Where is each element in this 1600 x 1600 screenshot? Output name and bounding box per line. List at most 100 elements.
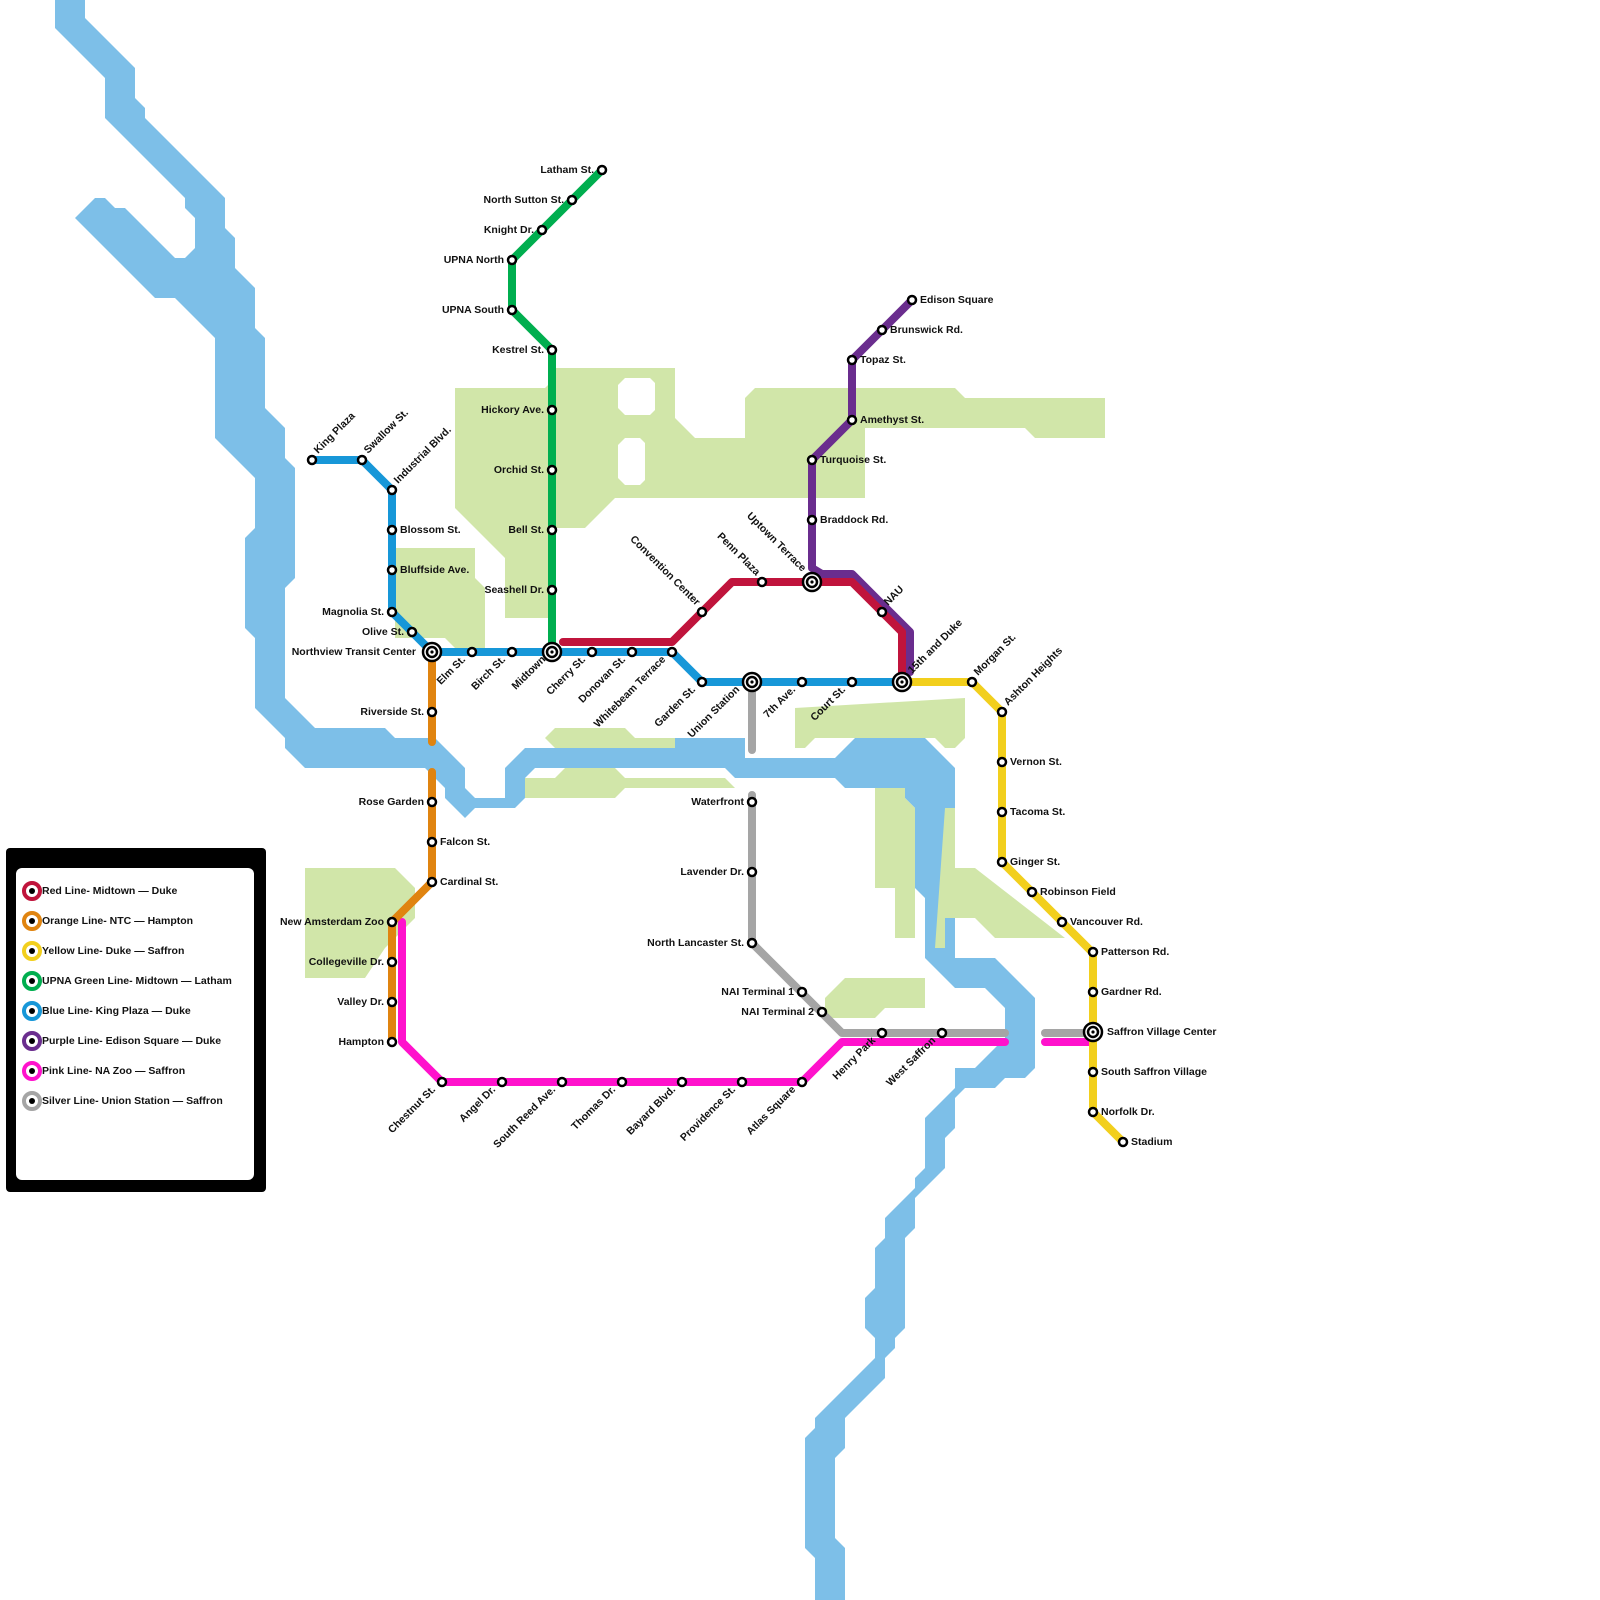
station-dot [546,524,558,536]
station-upna-south [506,304,518,316]
legend-item: Yellow Line- Duke — Saffron [22,940,184,962]
station-seashell [546,584,558,596]
red-line [559,578,906,684]
station-dot [496,1076,508,1088]
station-label-turquoise: Turquoise St. [820,454,886,466]
station-label-rose-garden: Rose Garden [359,796,424,808]
station-king-plaza [306,454,318,466]
station-atlas [796,1076,808,1088]
legend-item-label: Pink Line- NA Zoo — Saffron [42,1065,186,1077]
station-dot [1026,886,1038,898]
park-east-bank2 [935,808,1065,948]
station-whitebeam [666,646,678,658]
station-topaz [846,354,858,366]
park-zoo [305,868,415,978]
station-label-hickory: Hickory Ave. [481,404,544,416]
station-penn [756,576,768,588]
station-dot [506,646,518,658]
interchange-center [810,580,814,584]
station-dot [996,706,1008,718]
station-west-saffron [936,1027,948,1039]
station-dot [386,606,398,618]
park-duke [795,698,965,748]
station-dot [356,454,368,466]
station-dot [996,806,1008,818]
station-dot [746,937,758,949]
station-label-swallow: Swallow St. [362,407,411,456]
legend-item: Silver Line- Union Station — Saffron [22,1090,223,1112]
station-nau [876,606,888,618]
legend-item-label: Silver Line- Union Station — Saffron [42,1095,223,1107]
station-label-vancouver: Vancouver Rd. [1070,916,1143,928]
station-midtown [541,641,563,663]
station-label-thomas: Thomas Dr. [569,1084,618,1133]
station-chestnut [436,1076,448,1088]
station-donovan [626,646,638,658]
station-seventh [796,676,808,688]
station-label-birch: Birch St. [469,654,508,693]
station-dot [1117,1136,1129,1148]
station-gardner [1087,986,1099,998]
station-waterfront [746,796,758,808]
park-west [395,548,485,648]
station-dot [876,606,888,618]
station-cherry [586,646,598,658]
station-label-vernon: Vernon St. [1010,756,1062,768]
station-dot [586,646,598,658]
station-dot [666,646,678,658]
station-dot [386,524,398,536]
station-dot [546,344,558,356]
station-dot [386,564,398,576]
station-dot [566,194,578,206]
station-south-reed [556,1076,568,1088]
station-label-edison: Edison Square [920,294,994,306]
station-thomas [616,1076,628,1088]
legend-item-label: Yellow Line- Duke — Saffron [42,945,185,957]
station-dot [546,464,558,476]
station-label-bayard: Bayard Blvd. [624,1084,678,1138]
station-bayard [676,1076,688,1088]
station-label-na-zoo: New Amsterdam Zoo [280,916,384,928]
station-label-seashell: Seashell Dr. [484,584,544,596]
station-label-industrial: Industrial Blvd. [392,424,454,486]
station-label-south-reed: South Reed Ave. [491,1084,558,1151]
station-label-brunswick: Brunswick Rd. [890,324,963,336]
station-dot [736,1076,748,1088]
station-dot [426,836,438,848]
station-label-seventh: 7th Ave. [761,684,798,721]
station-elm [466,646,478,658]
station-label-olive: Olive St. [362,626,404,638]
interchange-center [750,680,754,684]
station-dot [426,706,438,718]
station-label-falcon: Falcon St. [440,836,490,848]
station-dot [626,646,638,658]
station-uptown [801,571,823,593]
station-olive [406,626,418,638]
station-collegeville [386,956,398,968]
legend-color-swatch [22,1031,42,1051]
station-falcon [426,836,438,848]
legend-color-swatch [22,1091,42,1111]
station-label-magnolia: Magnolia St. [322,606,384,618]
station-dot [1087,986,1099,998]
station-swallow [356,454,368,466]
station-dot [426,876,438,888]
legend-item-label: Blue Line- King Plaza — Duke [42,1005,191,1017]
station-dot [386,956,398,968]
station-dot [386,916,398,928]
interchange-center [1091,1030,1095,1034]
station-edison [906,294,918,306]
park-riverbank [545,728,675,748]
station-label-chestnut: Chestnut St. [386,1084,438,1136]
station-tacoma [996,806,1008,818]
station-henry-park [876,1027,888,1039]
park-campus-hole1 [618,378,655,415]
station-robinson [1026,886,1038,898]
station-garden [696,676,708,688]
station-dot [386,1036,398,1048]
legend-item: Red Line- Midtown — Duke [22,880,177,902]
station-dot [846,676,858,688]
station-ashton [996,706,1008,718]
station-fifteenth-duke [891,671,913,693]
